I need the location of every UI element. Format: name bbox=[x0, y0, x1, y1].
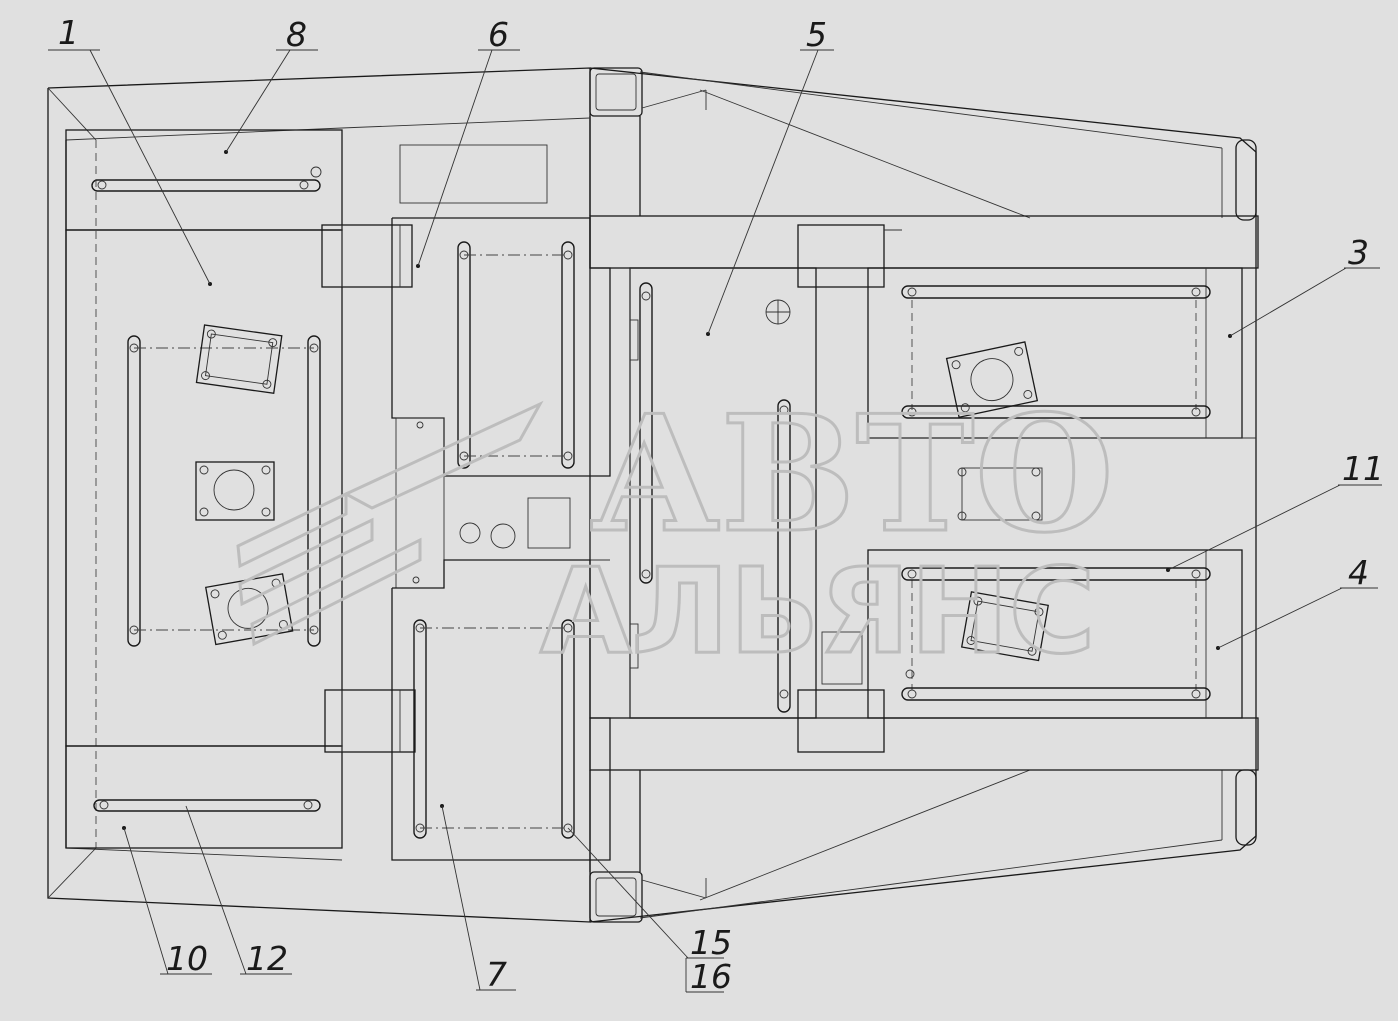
callout-12: 12 bbox=[246, 939, 288, 978]
callout-5: 5 bbox=[806, 15, 827, 54]
panel-1 bbox=[65, 140, 343, 848]
leader-lines bbox=[48, 49, 1382, 993]
watermark-line1: АВТО bbox=[590, 380, 1114, 568]
callout-10: 10 bbox=[166, 939, 208, 978]
panel-7 bbox=[391, 559, 611, 861]
callout-11: 11 bbox=[1342, 449, 1384, 488]
callout-7: 7 bbox=[486, 955, 507, 994]
callouts: 1 8 6 5 3 11 4 10 12 7 15 16 bbox=[58, 13, 1384, 996]
center-right-bracket bbox=[957, 467, 1043, 521]
watermark: АВТО АЛЬЯНС bbox=[236, 379, 1115, 682]
callout-15: 15 bbox=[690, 923, 732, 962]
brackets-middle bbox=[321, 117, 591, 753]
callout-16: 16 bbox=[690, 957, 732, 996]
panel-5 bbox=[629, 224, 902, 753]
callout-8: 8 bbox=[286, 15, 307, 54]
panel-4 bbox=[867, 549, 1243, 719]
watermark-line2: АЛЬЯНС bbox=[540, 542, 1096, 680]
panel-8 bbox=[65, 129, 343, 231]
frame-outline bbox=[47, 67, 1257, 923]
callout-1: 1 bbox=[58, 13, 79, 52]
panel-3 bbox=[867, 267, 1256, 439]
callout-6: 6 bbox=[488, 15, 509, 54]
callout-3: 3 bbox=[1348, 233, 1369, 272]
panel-6 bbox=[391, 217, 611, 477]
callout-4: 4 bbox=[1348, 553, 1369, 592]
panel-10 bbox=[65, 745, 343, 849]
